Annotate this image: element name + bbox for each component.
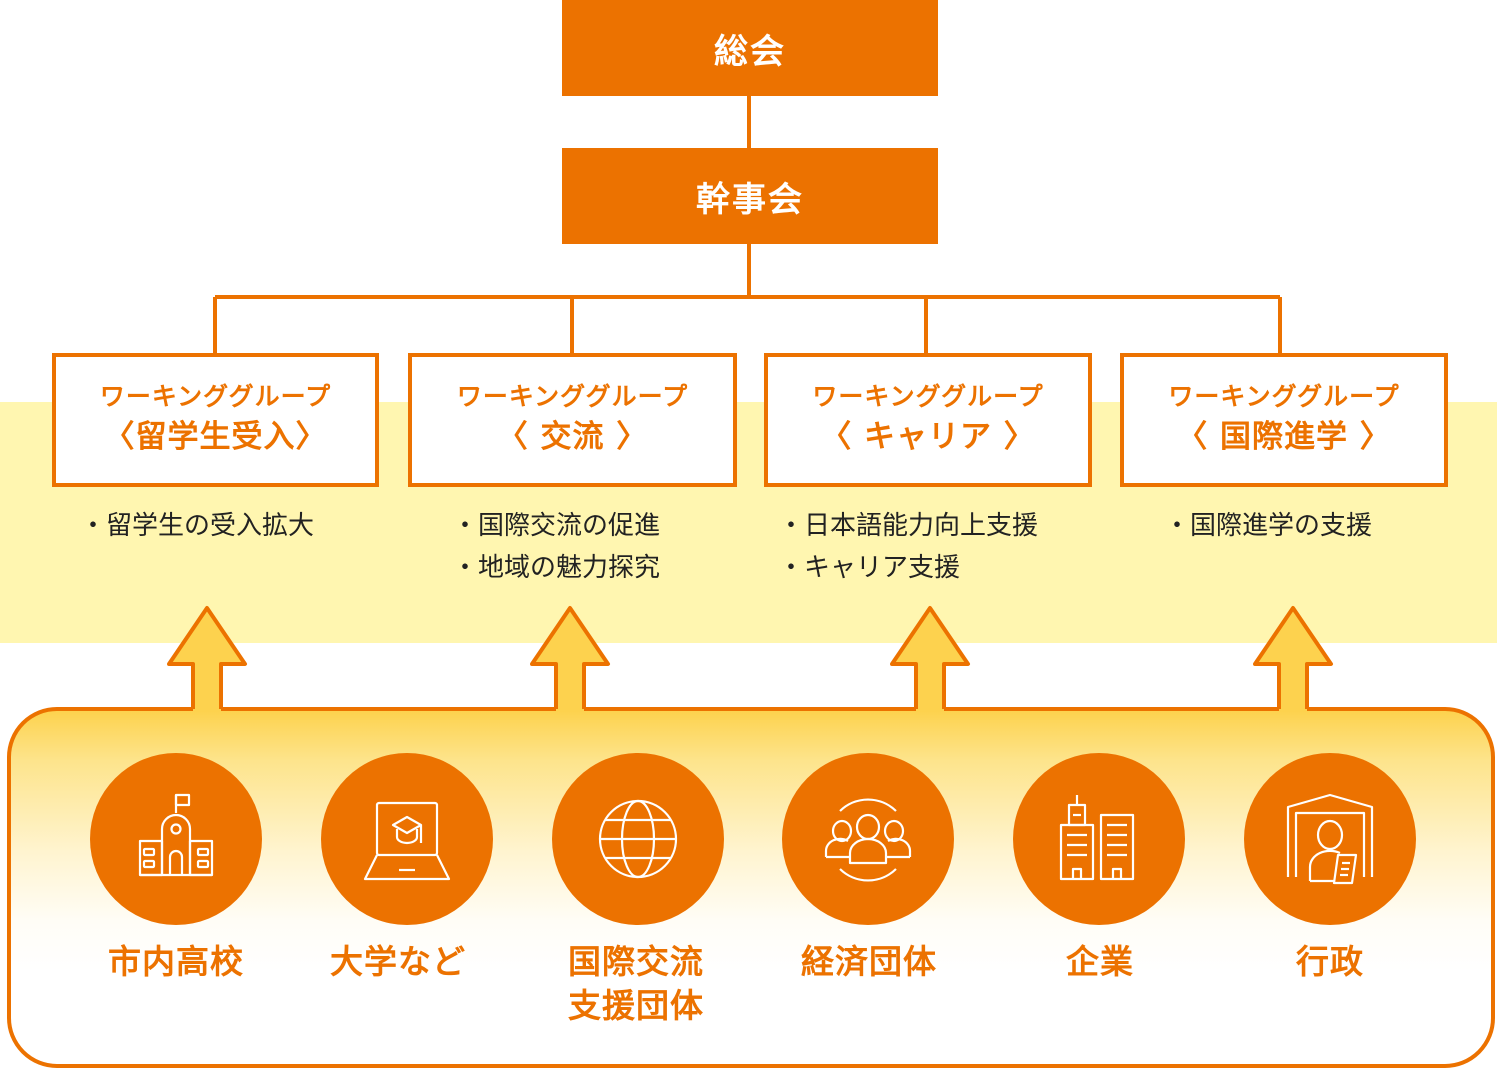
working-group-name: 〈 国際進学 〉 — [1176, 419, 1392, 455]
office-buildings-icon — [1059, 795, 1135, 881]
working-group-title: ワーキンググループ — [456, 382, 689, 411]
working-group-title: ワーキンググループ — [1168, 382, 1400, 411]
arrow-fill — [1255, 608, 1331, 712]
working-group-name: 〈留学生受入〉 — [103, 419, 328, 455]
arrow-fill — [892, 608, 968, 712]
arrow-fill — [169, 608, 245, 712]
general-assembly-label: 総会 — [714, 31, 786, 72]
working-group-box-exchange: ワーキンググループ 〈 交流 〉 — [408, 353, 737, 487]
executive-committee-label: 幹事会 — [696, 179, 804, 220]
working-group-activities-exchange: ・国際交流の促進 ・地域の魅力探究 — [452, 505, 660, 589]
organization-circle-universities — [321, 753, 493, 925]
organization-label-government: 行政 — [1296, 942, 1364, 981]
organization-label-universities: 大学など — [330, 942, 466, 981]
activity-item: ・日本語能力向上支援 — [778, 511, 1039, 541]
activity-item: ・国際進学の支援 — [1164, 511, 1373, 541]
activity-item: ・留学生の受入拡大 — [80, 511, 315, 541]
working-group-activities-study-abroad: ・留学生の受入拡大 — [80, 505, 314, 547]
people-group-icon — [824, 798, 912, 882]
up-arrow-icon — [1253, 606, 1333, 709]
organization-circle-companies — [1013, 753, 1185, 925]
activity-item: ・キャリア支援 — [778, 553, 961, 583]
working-group-title: ワーキンググループ — [99, 382, 332, 411]
organization-label-companies: 企業 — [1066, 942, 1134, 981]
arrow-fill — [532, 608, 608, 712]
organization-circle-high-schools — [90, 753, 262, 925]
activity-item: ・地域の魅力探究 — [452, 553, 661, 583]
working-group-name: 〈 キャリア 〉 — [820, 419, 1036, 455]
participating-organizations-panel — [7, 707, 1495, 1068]
working-group-box-international-advancement: ワーキンググループ 〈 国際進学 〉 — [1120, 353, 1448, 487]
activity-item: ・国際交流の促進 — [452, 511, 661, 541]
school-icon — [138, 793, 214, 877]
executive-committee-box: 幹事会 — [562, 148, 938, 244]
general-assembly-box: 総会 — [562, 0, 938, 96]
working-group-name: 〈 交流 〉 — [496, 419, 649, 455]
organization-circle-international-exchange — [552, 753, 724, 925]
up-arrow-icon — [530, 606, 610, 709]
organization-circle-economic — [782, 753, 954, 925]
working-group-box-study-abroad: ワーキンググループ 〈留学生受入〉 — [52, 353, 379, 487]
organization-circle-government — [1244, 753, 1416, 925]
up-arrow-icon — [167, 606, 247, 709]
laptop-graduation-icon — [363, 801, 451, 881]
working-group-activities-international-advancement: ・国際進学の支援 — [1164, 505, 1372, 547]
organization-label-high-schools: 市内高校 — [108, 942, 244, 981]
organization-label-economic: 経済団体 — [801, 942, 937, 981]
globe-icon — [598, 799, 678, 879]
government-person-document-icon — [1286, 793, 1374, 885]
up-arrow-icon — [890, 606, 970, 709]
organization-label-international-exchange: 国際交流 支援団体 — [568, 942, 704, 1025]
working-group-title: ワーキンググループ — [812, 382, 1044, 411]
working-group-activities-career: ・日本語能力向上支援 ・キャリア支援 — [778, 505, 1038, 589]
working-group-box-career: ワーキンググループ 〈 キャリア 〉 — [764, 353, 1092, 487]
